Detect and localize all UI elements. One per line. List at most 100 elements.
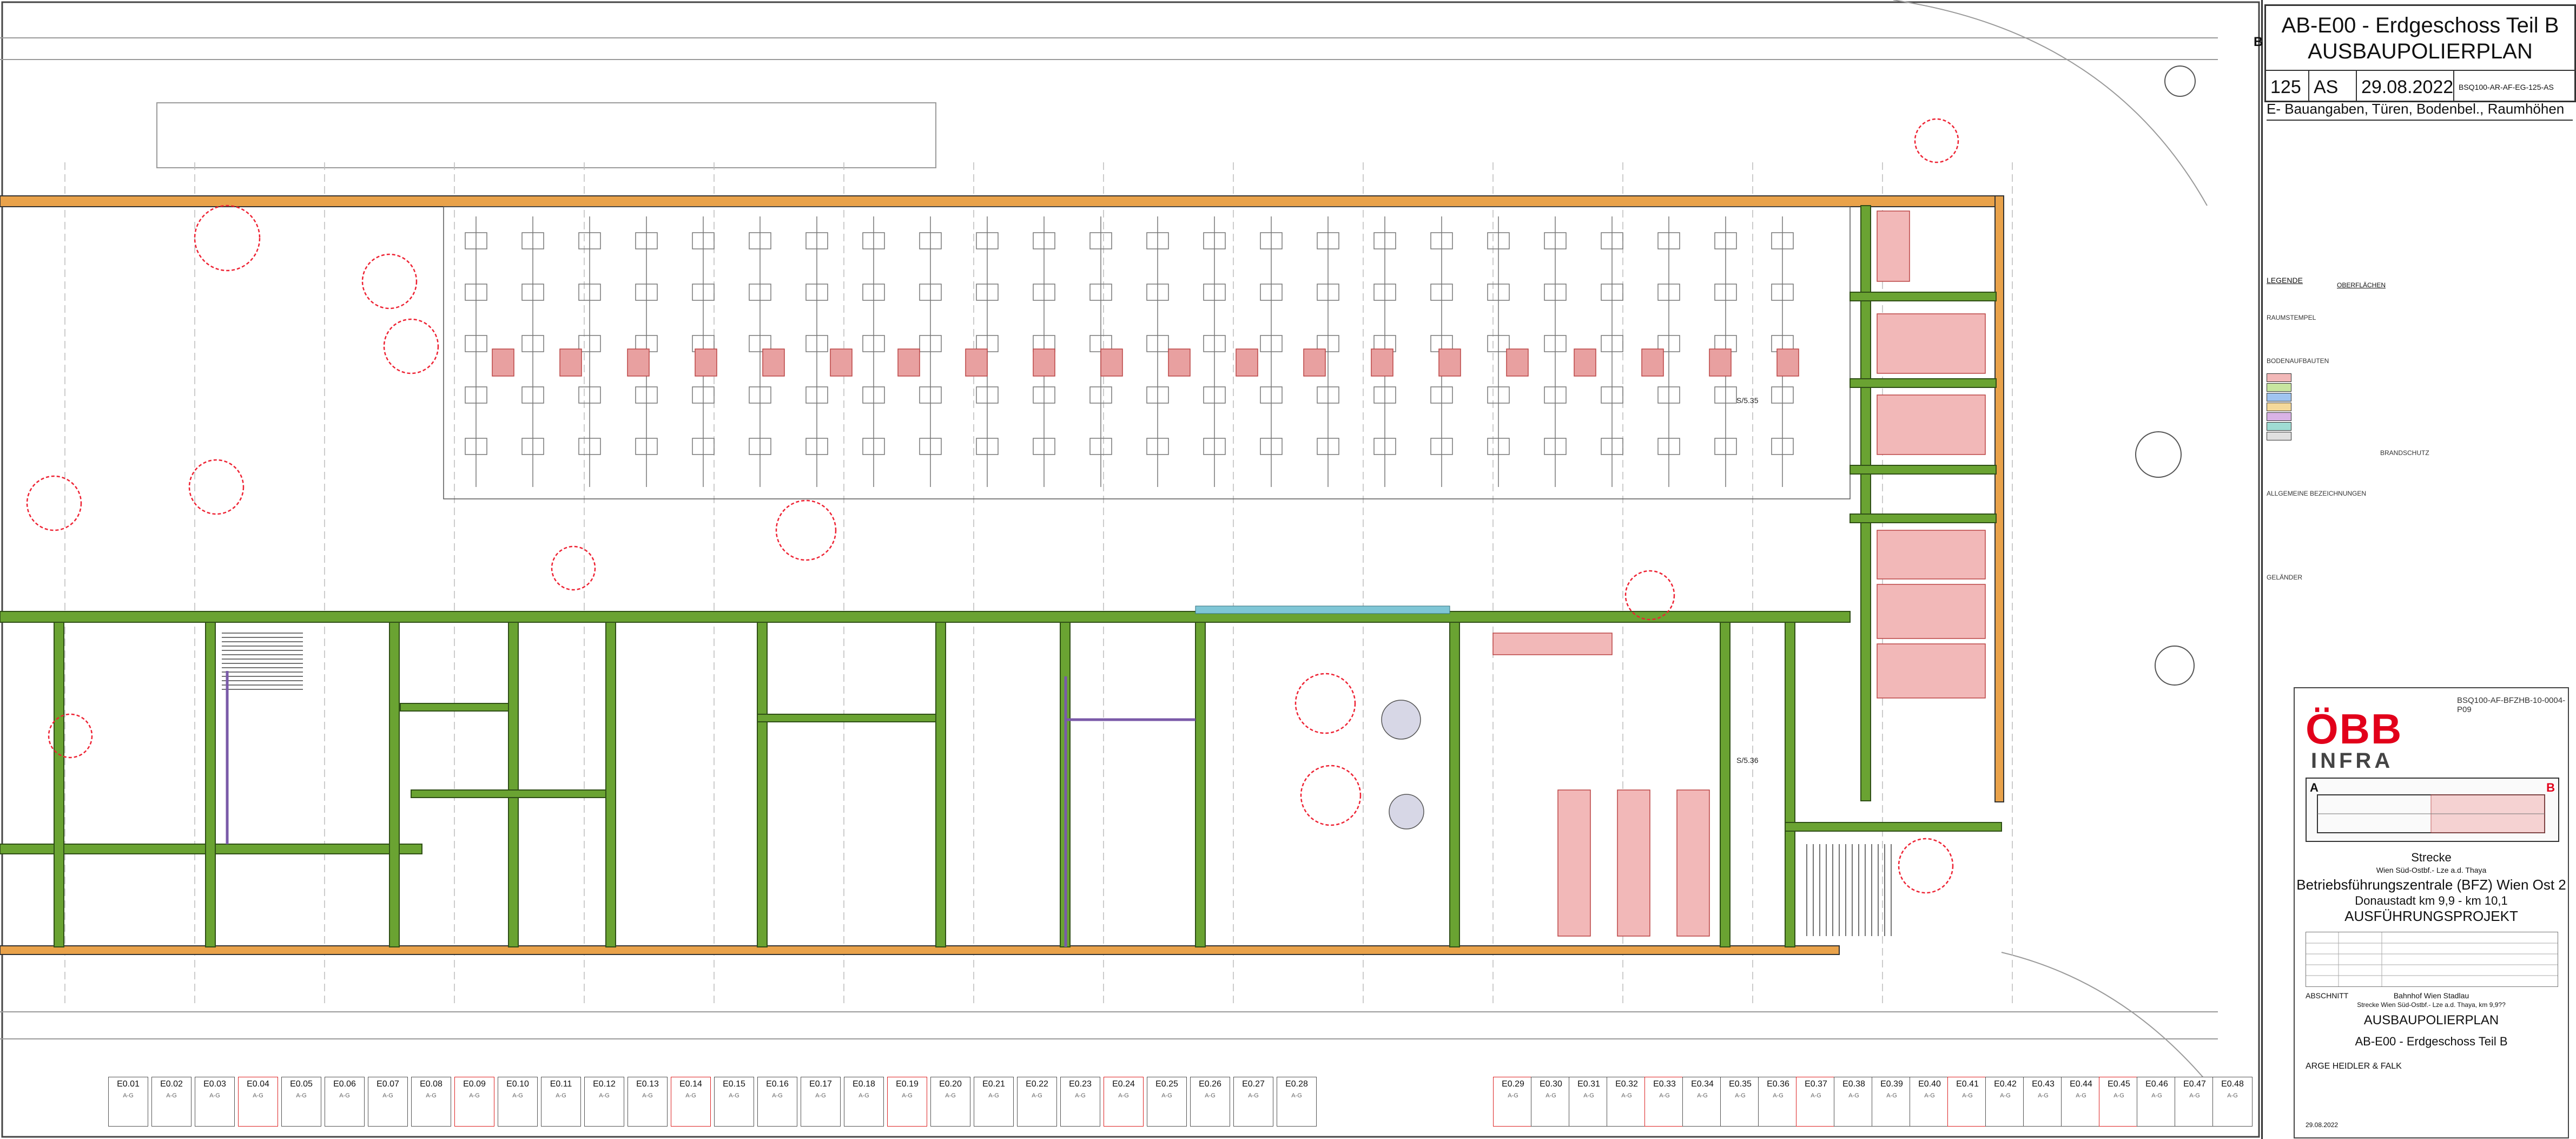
desk (1260, 335, 1283, 352)
room-stamp-level: A-G (685, 1092, 696, 1099)
room-stamp-level: A-G (1659, 1092, 1670, 1099)
desk (578, 438, 601, 455)
desk (1601, 284, 1623, 301)
obb-infra-label: INFRA (2311, 749, 2394, 773)
project-location: Donaustadt km 9,9 - km 10,1 (2355, 894, 2508, 907)
room-stamp-level: A-G (945, 1092, 956, 1099)
desk (1317, 284, 1339, 301)
desk (1373, 386, 1396, 404)
desk (1146, 438, 1169, 455)
highlighted-desk (897, 348, 920, 377)
room-stamp-code: E0.39 (1880, 1079, 1903, 1089)
client-plan-type: AUSBAUPOLIERPLAN (2363, 1013, 2499, 1028)
desk (1487, 438, 1510, 455)
revision-cloud (1898, 838, 1954, 894)
room-stamp-level: A-G (123, 1092, 134, 1099)
desk (1089, 386, 1112, 404)
desk (1146, 232, 1169, 249)
desk (1657, 438, 1680, 455)
desk (1487, 335, 1510, 352)
room-stamp-code: E0.30 (1540, 1079, 1562, 1089)
highlighted-desk (1438, 348, 1461, 377)
room-stamp-level: A-G (815, 1092, 826, 1099)
room-stamp-code: E0.28 (1285, 1079, 1308, 1089)
room-stamp-level: A-G (1848, 1092, 1859, 1099)
highlighted-desk (559, 348, 582, 377)
highlighted-desk (965, 348, 988, 377)
room-stamp-level: A-G (1621, 1092, 1632, 1099)
room-stamp-level: A-G (599, 1092, 610, 1099)
plan-number: 125 (2266, 71, 2309, 101)
highlighted-desk (1574, 348, 1596, 377)
highlighted-desk (1303, 348, 1326, 377)
revision-cloud (188, 459, 245, 515)
svg-text:S/5.35: S/5.35 (1736, 396, 1759, 405)
room-stamp-code: E0.34 (1691, 1079, 1714, 1089)
room-stamp-level: A-G (902, 1092, 913, 1099)
desk (1203, 232, 1226, 249)
desk (1317, 232, 1339, 249)
highlighted-desk (1641, 348, 1664, 377)
room-stamp-code: E0.24 (1112, 1079, 1135, 1089)
room-stamp-level: A-G (1291, 1092, 1302, 1099)
legend-category-5: BRANDSCHUTZ (2380, 449, 2429, 457)
room-stamp-code: E0.45 (2108, 1079, 2130, 1089)
desk (919, 386, 942, 404)
room-stamp-level: A-G (1508, 1092, 1518, 1099)
plan-date: 29.08.2022 (2357, 71, 2454, 101)
desk (805, 335, 828, 352)
room-stamp-level: A-G (1545, 1092, 1556, 1099)
desk (1203, 386, 1226, 404)
desk (1203, 335, 1226, 352)
revision-cloud (775, 499, 837, 561)
highlighted-desk (830, 348, 853, 377)
room-stamp-code: E0.23 (1069, 1079, 1092, 1089)
desk (1033, 438, 1055, 455)
desk (976, 386, 999, 404)
desk (805, 232, 828, 249)
desk (749, 386, 771, 404)
desk (749, 284, 771, 301)
room-stamp-level: A-G (426, 1092, 437, 1099)
revision-cloud (1294, 673, 1356, 734)
desk (1317, 438, 1339, 455)
desk (465, 386, 487, 404)
desk (635, 386, 658, 404)
desk (1544, 438, 1567, 455)
room-stamp-code: E0.11 (550, 1079, 572, 1089)
room-stamp-code: E0.22 (1026, 1079, 1048, 1089)
room-stamp-level: A-G (1161, 1092, 1172, 1099)
desk (862, 232, 885, 249)
room-stamp-code: E0.15 (723, 1079, 745, 1089)
plan-file-code: BSQ100-AR-AF-EG-125-AS (2459, 83, 2554, 91)
room-stamp-level: A-G (858, 1092, 869, 1099)
desk (1146, 335, 1169, 352)
desk (1601, 232, 1623, 249)
client-box: BSQ100-AF-BFZHB-10-0004-P09 ÖBB INFRA A … (2294, 687, 2569, 1138)
desk (578, 386, 601, 404)
room-stamp-level: A-G (2189, 1092, 2200, 1099)
room-stamp-code: E0.48 (2221, 1079, 2244, 1089)
room-stamp-code: E0.19 (896, 1079, 919, 1089)
room-stamp-code: E0.32 (1615, 1079, 1638, 1089)
room-stamp-code: E0.41 (1956, 1079, 1979, 1089)
desk (521, 232, 544, 249)
room-stamp-level: A-G (253, 1092, 263, 1099)
revision-cloud (1624, 570, 1675, 621)
room-stamp-level: A-G (469, 1092, 480, 1099)
